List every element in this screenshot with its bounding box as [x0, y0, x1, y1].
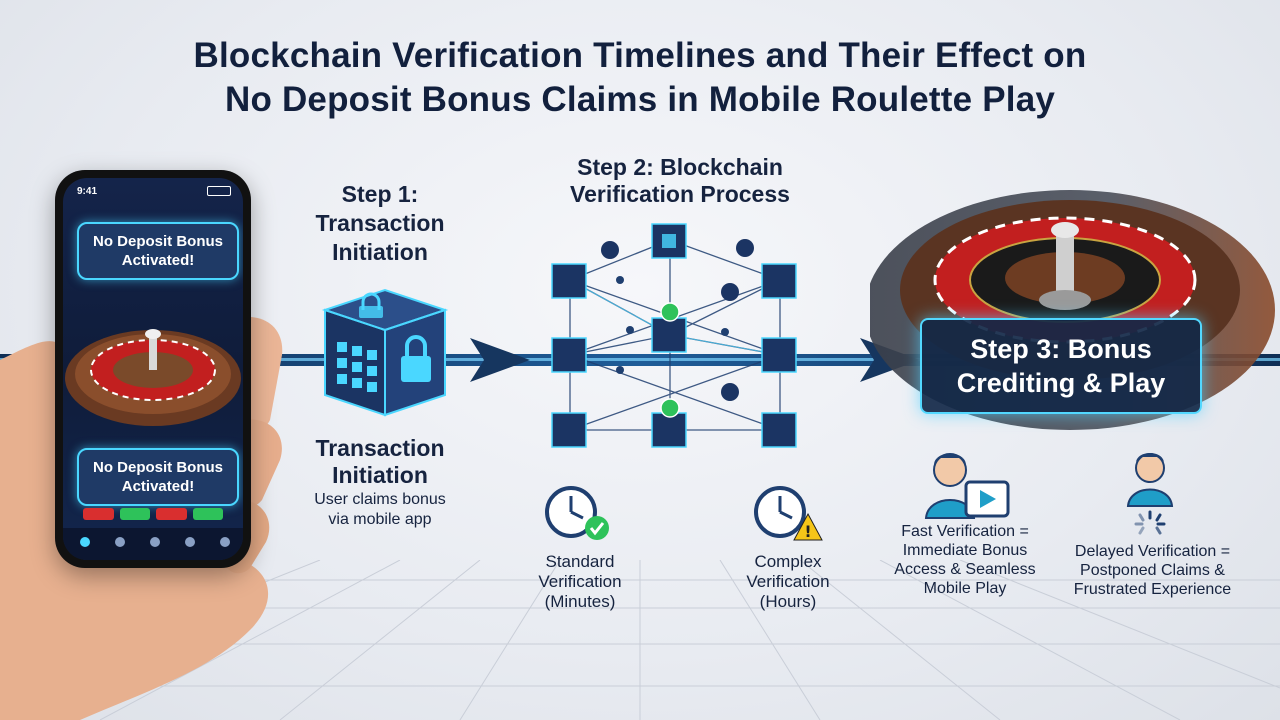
status-time: 9:41 [77, 186, 98, 197]
standard-verification-label: Standard Verification (Minutes) [520, 552, 640, 612]
check-circle-icon-2 [660, 398, 680, 418]
svg-text:!: ! [804, 522, 811, 541]
step1-title-line1: Transaction [315, 435, 445, 461]
check-badge-icon-1 [601, 241, 619, 259]
check-badge-icon-2 [736, 239, 754, 257]
home-icon[interactable] [80, 537, 90, 547]
block-node-right-2 [761, 337, 797, 373]
fast-line3: Access & Seamless [894, 561, 1036, 578]
step1-heading-line2: Transaction [315, 210, 445, 236]
bonus-banner-bottom-line1: No Deposit Bonus [93, 459, 223, 476]
standard-line1: Standard [545, 552, 615, 571]
check-circle-icon [660, 302, 680, 322]
wallet-icon[interactable] [150, 537, 160, 547]
step3-heading-line1: Step 3: Bonus [970, 334, 1152, 364]
step1-heading: Step 1: Transaction Initiation [300, 180, 460, 267]
step3-heading-line2: Crediting & Play [956, 368, 1166, 398]
check-badge-icon-3 [721, 283, 739, 301]
step1-description: User claims bonus via mobile app [290, 490, 470, 530]
block-node-top [651, 223, 687, 259]
delayed-line3: Frustrated Experience [1073, 581, 1232, 598]
chip-red-2[interactable] [156, 508, 187, 520]
fast-verification-label: Fast Verification = Immediate Bonus Acce… [880, 522, 1050, 598]
complex-verification-label: Complex Verification (Hours) [728, 552, 848, 612]
step2-heading: Step 2: Blockchain Verification Process [540, 154, 820, 208]
bonus-banner-top: No Deposit Bonus Activated! [77, 222, 239, 280]
user-loading-icon [1126, 453, 1174, 535]
block-node-left-3 [551, 412, 587, 448]
clock-warning-icon: ! [754, 486, 823, 541]
step1-desc-line2: via mobile app [328, 511, 432, 528]
block-node-bottom [651, 412, 687, 448]
check-badge-icon-4 [721, 383, 739, 401]
standard-line3: (Minutes) [544, 592, 616, 611]
step1-heading-line1: Step 1: [341, 181, 419, 207]
bonus-banner-bottom: No Deposit Bonus Activated! [77, 448, 239, 506]
title-line-1: Blockchain Verification Timelines and Th… [193, 36, 1087, 75]
smartphone: 9:41 No Deposit Bonus Activated! No Depo… [55, 170, 251, 568]
step2-heading-line2: Verification Process [570, 181, 790, 207]
lock-cube-icon [321, 288, 449, 417]
games-icon[interactable] [115, 537, 125, 547]
roulette-wheel-large [870, 190, 1275, 430]
fast-line1: Fast Verification = [901, 523, 1029, 540]
complex-line3: (Hours) [759, 592, 817, 611]
step1-heading-line3: Initiation [332, 239, 428, 265]
blockchain-network-diagram [551, 223, 797, 448]
fast-line2: Immediate Bonus [902, 542, 1028, 559]
phone-screen: 9:41 No Deposit Bonus Activated! No Depo… [63, 178, 243, 560]
complex-line1: Complex [754, 552, 822, 571]
step1-title: Transaction Initiation [295, 435, 465, 489]
step3-heading-box: Step 3: Bonus Crediting & Play [920, 318, 1202, 414]
profile-icon[interactable] [220, 537, 230, 547]
block-node-right-1 [761, 263, 797, 299]
bet-chips [83, 508, 223, 520]
delayed-line2: Postponed Claims & [1080, 562, 1225, 579]
bonus-banner-bottom-line2: Activated! [121, 478, 195, 495]
bonus-banner-top-line2: Activated! [121, 252, 195, 269]
standard-line2: Verification [538, 572, 622, 591]
chip-green[interactable] [119, 508, 150, 520]
step1-desc-line1: User claims bonus [314, 491, 446, 508]
user-video-icon [924, 453, 1010, 519]
bonus-icon[interactable] [185, 537, 195, 547]
fast-line4: Mobile Play [923, 580, 1007, 597]
title-line-2: No Deposit Bonus Claims in Mobile Roulet… [224, 80, 1056, 119]
page-title: Blockchain Verification Timelines and Th… [0, 34, 1280, 122]
battery-icon [207, 186, 231, 196]
step2-heading-line1: Step 2: Blockchain [577, 154, 783, 180]
block-node-icons [551, 223, 797, 448]
block-node-left-2 [551, 337, 587, 373]
delayed-verification-label: Delayed Verification = Postponed Claims … [1060, 542, 1245, 599]
arrow-head-1 [470, 338, 530, 382]
chip-red[interactable] [83, 508, 114, 520]
delayed-line1: Delayed Verification = [1074, 543, 1231, 560]
bonus-banner-top-line1: No Deposit Bonus [93, 233, 223, 250]
phone-bottom-nav [63, 528, 243, 560]
complex-line2: Verification [746, 572, 830, 591]
block-node-center [651, 317, 687, 353]
chip-green-2[interactable] [192, 508, 223, 520]
block-node-left-1 [551, 263, 587, 299]
roulette-wheel-icon [65, 329, 241, 426]
block-node-right-3 [761, 412, 797, 448]
step1-title-line2: Initiation [332, 462, 428, 488]
clock-check-icon [545, 486, 609, 540]
